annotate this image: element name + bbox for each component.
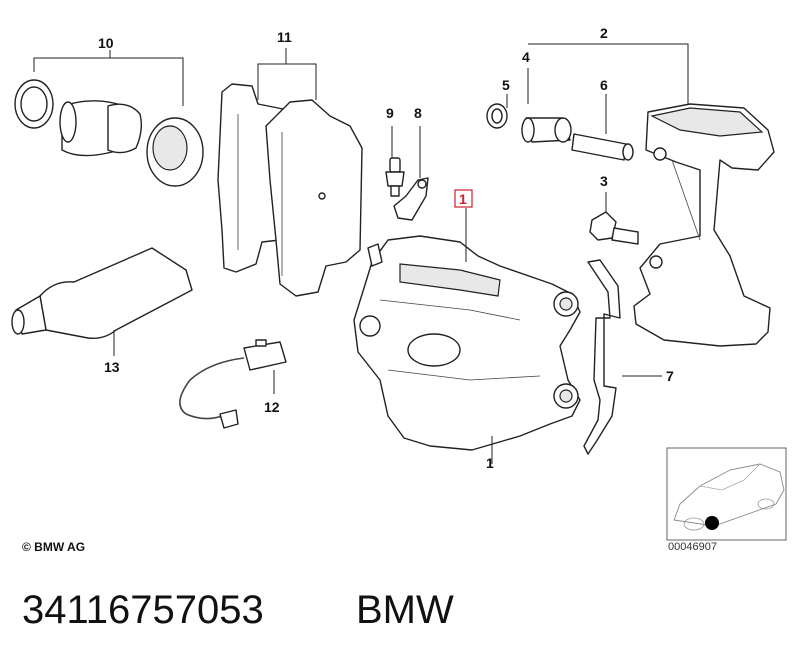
bleeder-screw bbox=[385, 157, 405, 197]
callout-7[interactable]: 7 bbox=[666, 368, 674, 384]
callout-13[interactable]: 13 bbox=[104, 359, 120, 375]
brand-name: BMW bbox=[356, 588, 454, 632]
grease-tube bbox=[11, 247, 193, 340]
brake-wear-sensor bbox=[179, 339, 287, 429]
copyright-notice: © BMW AG bbox=[22, 540, 86, 554]
piston-kit-group bbox=[14, 79, 204, 187]
callout-1-highlighted[interactable]: 1 bbox=[459, 191, 467, 207]
callout-8[interactable]: 8 bbox=[414, 105, 422, 121]
callout-1[interactable]: 1 bbox=[486, 455, 494, 471]
part-number: 34116757053 bbox=[22, 588, 264, 632]
caliper-carrier bbox=[633, 103, 775, 347]
callout-2[interactable]: 2 bbox=[600, 25, 608, 41]
callout-10[interactable]: 10 bbox=[98, 35, 114, 51]
location-marker-icon bbox=[705, 516, 719, 530]
callout-5[interactable]: 5 bbox=[502, 77, 510, 93]
brake-pads-group bbox=[217, 83, 363, 297]
anti-rattle-spring bbox=[583, 259, 621, 455]
bracket-clip bbox=[393, 177, 429, 221]
callout-12[interactable]: 12 bbox=[264, 399, 280, 415]
vehicle-locator-thumbnail bbox=[666, 447, 787, 541]
callout-4[interactable]: 4 bbox=[522, 49, 530, 65]
highlight-box bbox=[454, 189, 473, 208]
guide-bushing-kit bbox=[486, 103, 634, 161]
caliper-bolt bbox=[589, 211, 639, 245]
caliper-housing bbox=[353, 235, 581, 451]
callout-6[interactable]: 6 bbox=[600, 77, 608, 93]
document-number: 00046907 bbox=[668, 541, 717, 553]
callout-11[interactable]: 11 bbox=[277, 29, 292, 45]
callout-3[interactable]: 3 bbox=[600, 173, 608, 189]
callout-9[interactable]: 9 bbox=[386, 105, 394, 121]
